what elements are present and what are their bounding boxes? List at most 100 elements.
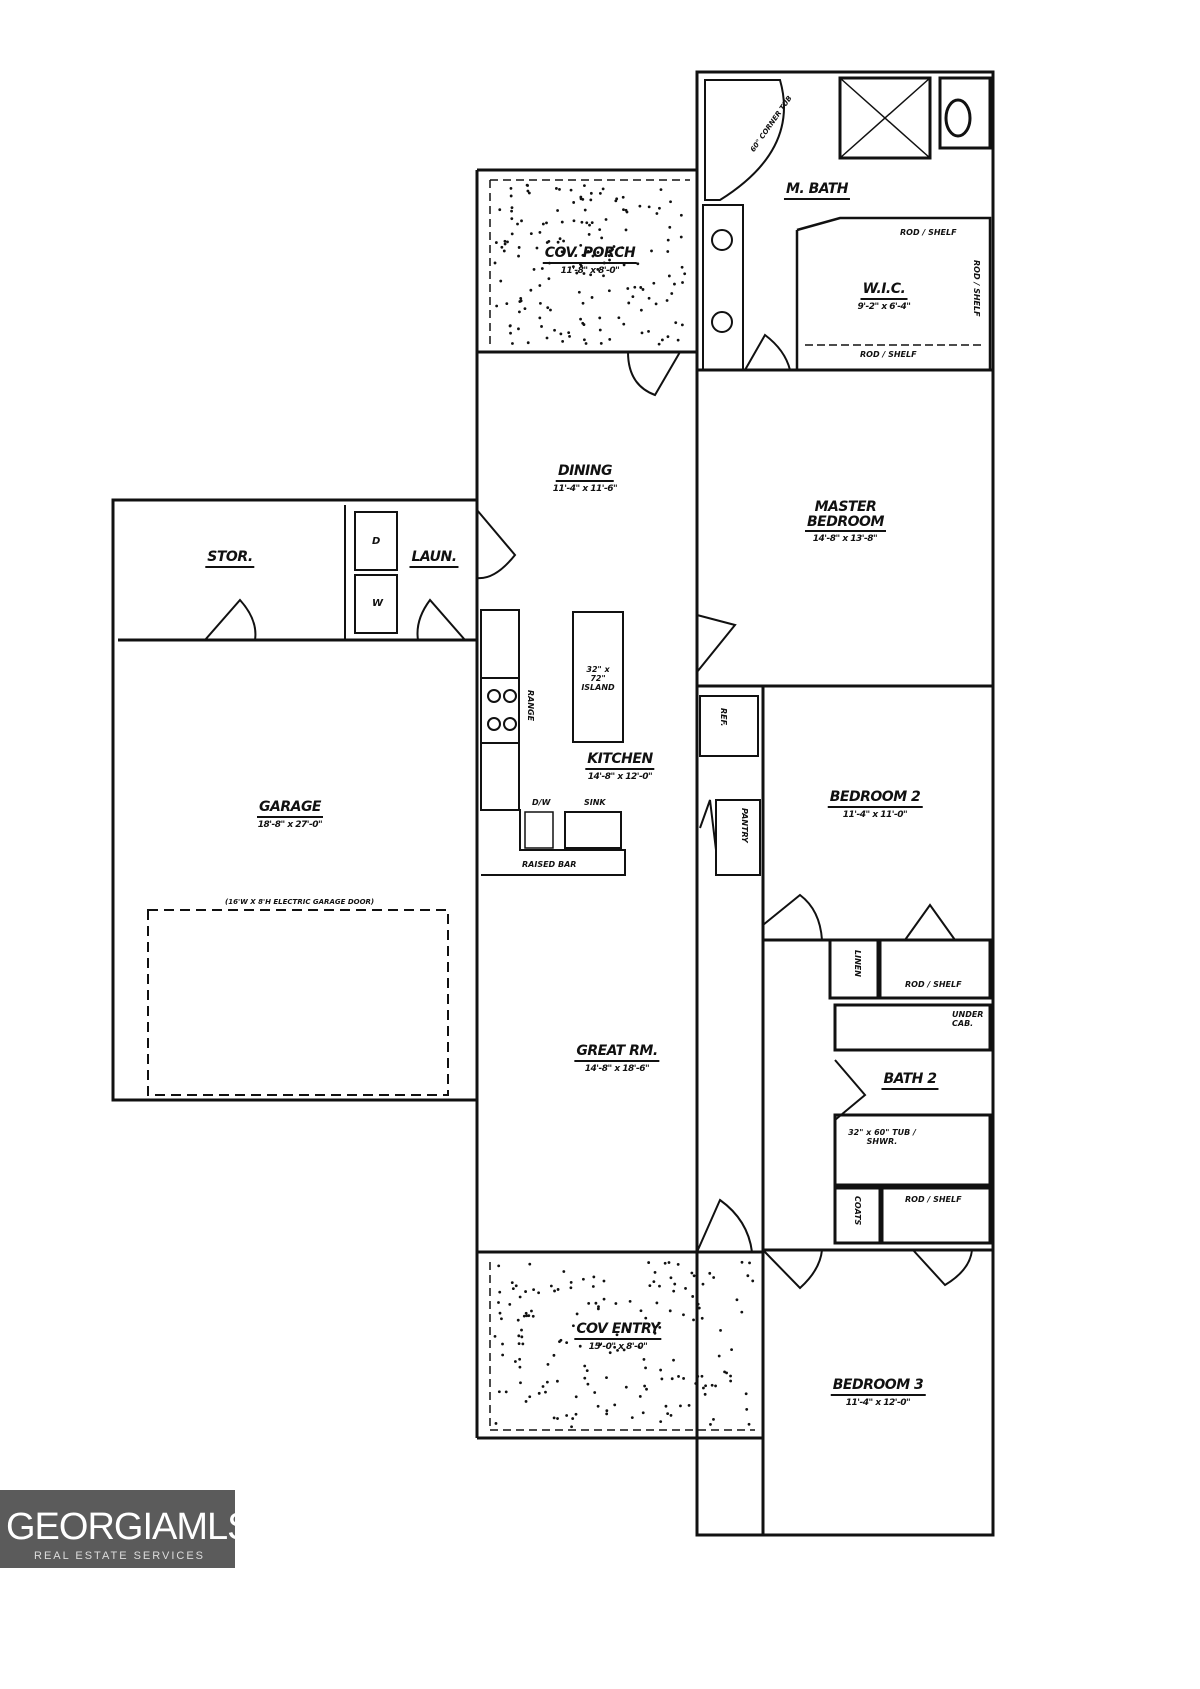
stipple-dot	[562, 239, 565, 243]
stipple-dot	[537, 1291, 541, 1295]
stipple-dot	[744, 1392, 748, 1396]
stipple-dot	[538, 316, 542, 320]
stipple-dot	[608, 337, 612, 341]
stipple-dot	[690, 1271, 694, 1275]
stipple-dot	[575, 1312, 579, 1316]
stipple-dot	[703, 1392, 707, 1396]
stipple-dot	[500, 245, 504, 249]
stipple-dot	[517, 327, 520, 331]
stipple-dot	[642, 1357, 646, 1361]
stipple-dot	[596, 1307, 600, 1311]
rod-shelf-label: ROD / SHELF	[972, 260, 981, 317]
washer-label: W	[372, 598, 384, 609]
stipple-dot	[681, 281, 684, 284]
room-dimensions: 11'-4" x 12'-0"	[845, 1397, 911, 1408]
stipple-dot	[568, 334, 571, 338]
stipple-dot	[559, 332, 563, 336]
stipple-dot	[645, 1387, 648, 1391]
stipple-dot	[558, 1340, 561, 1344]
stipple-dot	[502, 249, 506, 253]
stipple-dot	[565, 1341, 569, 1344]
stipple-dot	[683, 272, 687, 276]
stipple-dot	[587, 1301, 591, 1305]
stipple-dot	[622, 208, 625, 212]
stipple-dot	[581, 321, 585, 325]
stipple-dot	[630, 1416, 634, 1420]
stipple-dot	[589, 273, 593, 277]
stipple-dot	[640, 331, 644, 335]
stipple-dot	[612, 245, 616, 248]
stipple-dot	[494, 241, 498, 244]
island-label: 32" x 72" ISLAND	[581, 665, 615, 692]
stipple-dot	[660, 1377, 664, 1381]
stipple-dot	[667, 274, 671, 278]
stipple-dot	[676, 1263, 680, 1266]
stipple-dot	[639, 308, 643, 312]
stipple-dot	[647, 329, 650, 333]
stipple-dot	[501, 1342, 504, 1346]
stipple-dot	[545, 1380, 549, 1384]
stipple-dot	[497, 1390, 501, 1394]
stipple-dot	[591, 254, 595, 258]
stipple-dot	[714, 1384, 717, 1388]
stipple-dot	[712, 1417, 715, 1421]
stipple-dot	[667, 1261, 671, 1264]
stipple-dot	[527, 191, 531, 195]
stipple-dot	[524, 1311, 528, 1315]
stipple-dot	[547, 277, 551, 281]
stipple-dot	[531, 1314, 535, 1318]
stipple-dot	[594, 1301, 598, 1305]
stipple-dot	[565, 1414, 569, 1417]
stipple-dot	[574, 1412, 578, 1416]
stipple-dot	[520, 1335, 524, 1339]
stipple-dot	[680, 323, 684, 327]
stipple-dot	[647, 296, 651, 300]
stipple-dot	[701, 1282, 705, 1286]
raised-bar-label: RAISED BAR	[522, 860, 577, 869]
stipple-dot	[617, 316, 621, 320]
stipple-dot	[579, 317, 582, 321]
stipple-dot	[621, 195, 625, 199]
stipple-dot	[517, 310, 521, 314]
stipple-dot	[655, 212, 659, 215]
stipple-dot	[598, 192, 602, 195]
room-dimensions: 11'-8" x 8'-0"	[560, 265, 620, 276]
stipple-dot	[569, 188, 573, 192]
stipple-dot	[517, 1342, 521, 1346]
stipple-dot	[680, 265, 684, 269]
room-name: GREAT RM.	[574, 1044, 660, 1062]
logo-brand: GEORGIAMLS	[6, 1506, 252, 1548]
room-dimensions: 14'-8" x 12'-0"	[587, 771, 653, 782]
room-name: BEDROOM 2	[827, 790, 923, 808]
stipple-dot	[538, 230, 542, 234]
stipple-dot	[587, 233, 591, 236]
stipple-dot	[572, 219, 576, 223]
stipple-dot	[519, 1381, 522, 1385]
stipple-dot	[654, 302, 658, 306]
stipple-dot	[556, 1288, 560, 1291]
stipple-dot	[700, 1374, 704, 1378]
room-name: BATH 2	[881, 1072, 939, 1090]
stipple-dot	[620, 246, 624, 250]
stipple-dot	[659, 188, 663, 192]
stipple-dot	[593, 1391, 597, 1394]
stipple-dot	[710, 1383, 714, 1387]
stipple-dot	[581, 301, 585, 305]
stipple-dot	[529, 288, 533, 292]
stipple-dot	[530, 1309, 533, 1313]
stipple-dot	[556, 240, 560, 244]
stipple-dot	[598, 1343, 602, 1347]
stipple-dot	[504, 1390, 508, 1394]
stipple-dot	[717, 1354, 721, 1358]
stipple-dot	[650, 249, 653, 253]
stipple-dot	[589, 198, 593, 202]
stipple-dot	[669, 1413, 673, 1417]
stipple-dot	[586, 1327, 590, 1331]
stipple-dot	[622, 263, 626, 267]
stipple-dot	[613, 1403, 617, 1407]
room-name: MASTER BEDROOM	[805, 500, 886, 533]
stipple-dot	[627, 301, 631, 305]
stipple-dot	[712, 1276, 716, 1279]
room-name: STOR.	[205, 550, 255, 568]
